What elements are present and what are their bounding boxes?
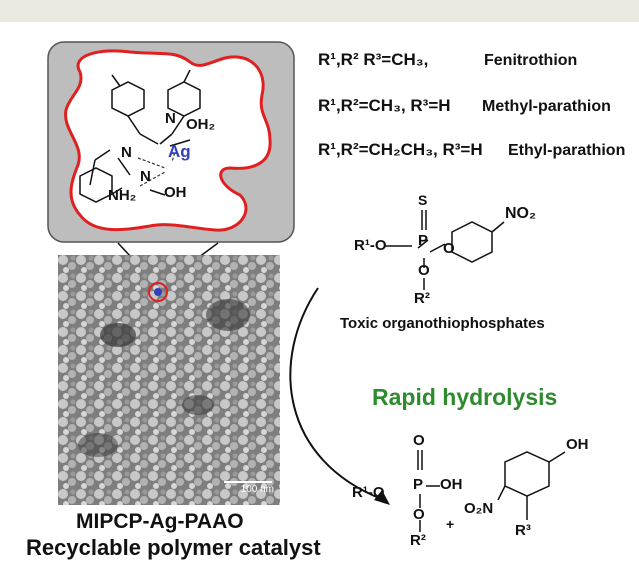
sem-image: 100 nm (58, 255, 280, 505)
complex-metal: Ag (168, 142, 191, 161)
phenol-oh: OH (566, 436, 589, 453)
complex-hydroxyl: OH (164, 184, 187, 201)
compound-name: Methyl-parathion (482, 98, 611, 115)
reactant-o2: O (418, 262, 430, 279)
compound-substituents: R¹,R² R³=CH₃, (318, 50, 429, 69)
product-r2: R² (410, 532, 426, 549)
imprint-cavity-outline (64, 49, 272, 232)
product-skeleton (417, 450, 566, 532)
compound-row-1: R¹,R² R³=CH₃, (318, 50, 428, 70)
compound-name: Fenitrothion (484, 52, 578, 69)
product-o-low: O (413, 506, 425, 523)
complex-n2: N (165, 110, 176, 127)
phenol-o2n: O₂N (464, 500, 494, 517)
reactant-p: P (418, 232, 429, 249)
process-label: Rapid hydrolysis (372, 384, 558, 410)
compound-substituents: R¹,R²=CH₂CH₃, R³=H (318, 140, 483, 159)
coordination-bonds (137, 147, 177, 187)
catalyst-description: Recyclable polymer catalyst (26, 535, 321, 560)
product-o-top: O (413, 432, 425, 449)
product-r1: R¹-O (352, 484, 385, 501)
compound-substituents: R¹,R²=CH₃, R³=H (318, 96, 451, 115)
phenol-r3: R³ (515, 522, 531, 539)
scale-label: 100 nm (240, 484, 274, 495)
complex-amine: NH₂ (108, 187, 137, 204)
scale-bar (224, 481, 272, 483)
toxic-label: Toxic organothiophosphates (340, 315, 545, 332)
product-plus: + (446, 516, 455, 532)
reactant-s: S (418, 192, 428, 208)
compound-row-2: R¹,R²=CH₃, R³=H (318, 96, 451, 116)
complex-skeleton (79, 69, 201, 203)
reactant-no2: NO₂ (505, 205, 537, 222)
complex-n1: N (121, 144, 132, 161)
reaction-arrowhead (374, 490, 390, 505)
product-oh: OH (440, 476, 463, 493)
complex-water: OH₂ (186, 116, 216, 133)
catalyst-name: MIPCP-Ag-PAAO (76, 510, 244, 533)
complex-n3: N (140, 168, 151, 185)
reactant-r1: R¹-O (354, 237, 387, 254)
reactant-skeleton (384, 210, 505, 290)
sem-texture (58, 255, 280, 505)
compound-name: Ethyl-parathion (508, 142, 626, 159)
product-p: P (413, 476, 424, 493)
top-bar (0, 0, 639, 22)
reactant-o1: O (443, 240, 455, 257)
reactant-r2: R² (414, 290, 430, 307)
compound-row-3: R¹,R²=CH₂CH₃, R³=H (318, 140, 483, 160)
reaction-arrow (289, 287, 385, 501)
